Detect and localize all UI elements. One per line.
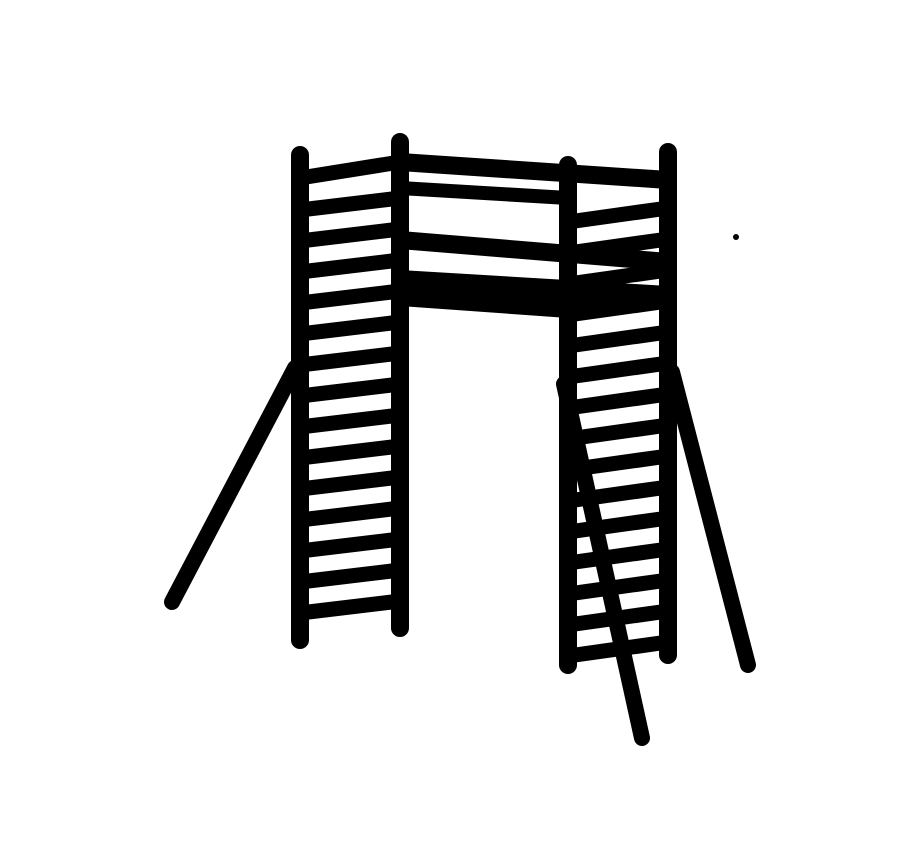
left-tower-rung: [292, 252, 408, 280]
left-tower-rung: [292, 221, 408, 249]
right-tower-rung: [560, 355, 676, 385]
right-tower-rung: [560, 510, 676, 540]
right-tower-rung: [560, 417, 676, 447]
left-tower-rung: [292, 469, 408, 497]
right-tower-diagonal-brace: [556, 376, 650, 746]
left-tower-rung: [292, 593, 408, 621]
right-tower-rung: [560, 200, 676, 230]
left-outrigger: [164, 360, 303, 610]
right-tower-rung: [560, 262, 676, 292]
left-tower-rung: [292, 190, 408, 218]
top-rail: [391, 153, 677, 189]
mid-rail: [391, 231, 677, 271]
left-tower-rung: [292, 531, 408, 559]
left-tower-rung: [292, 407, 408, 435]
left-tower-rung: [292, 376, 408, 404]
left-tower-rung: [292, 438, 408, 466]
right-outrigger: [664, 364, 756, 673]
left-tower-rung: [292, 154, 408, 186]
left-tower-rung: [292, 283, 408, 311]
right-tower-rung: [560, 293, 676, 323]
right-tower-rung: [560, 231, 676, 261]
right-tower-rung: [560, 386, 676, 416]
top-rail-inner: [393, 181, 575, 205]
left-tower-rung: [292, 314, 408, 342]
right-tower-rung: [560, 324, 676, 354]
right-tower-rung: [560, 572, 676, 602]
left-tower-rung: [292, 562, 408, 590]
left-tower-rung: [292, 500, 408, 528]
right-tower-rung: [560, 541, 676, 571]
left-tower-rung: [292, 345, 408, 373]
stray-dot: [733, 234, 739, 240]
